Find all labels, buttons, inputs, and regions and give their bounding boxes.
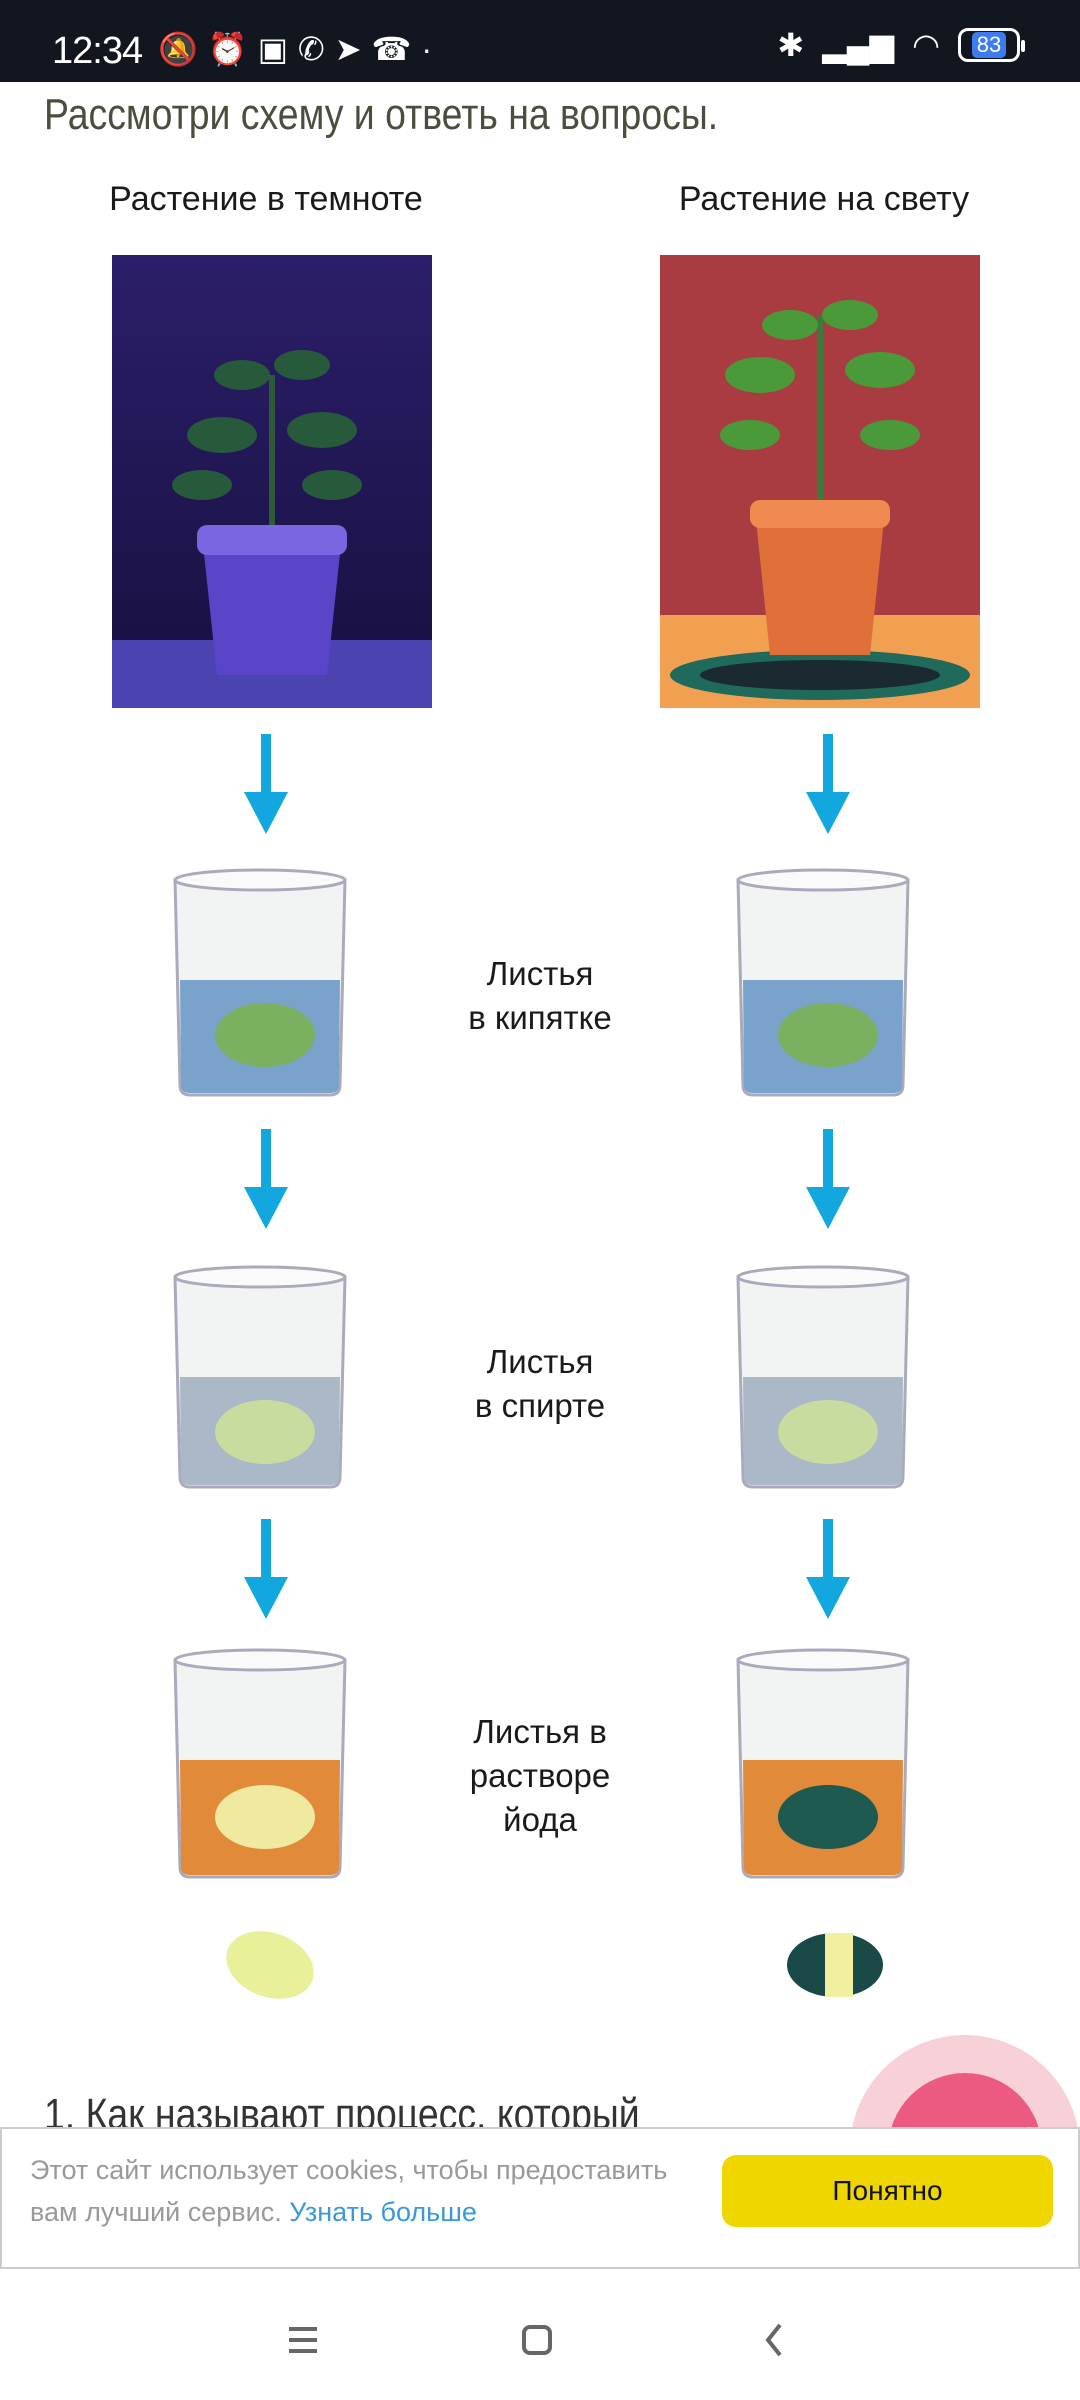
arrow-down-icon bbox=[244, 1519, 288, 1619]
wifi-icon: ◠ bbox=[912, 27, 940, 63]
label-line: Листья bbox=[486, 955, 594, 992]
label-line: Листья bbox=[486, 1343, 594, 1380]
result-leaf-dark bbox=[226, 1931, 314, 1999]
beaker-boiling-water-light bbox=[736, 868, 910, 1097]
column-heading-dark: Растение в темноте bbox=[109, 180, 423, 218]
back-button[interactable] bbox=[744, 2310, 804, 2370]
beaker-alcohol-dark bbox=[173, 1265, 347, 1489]
status-bar: 12:34 🔕⏰▣✆➤☎· ✱ ▂▄▆ ◠ 83 bbox=[0, 0, 1080, 82]
label-line: йода bbox=[503, 1801, 577, 1838]
bluetooth-icon: ✱ bbox=[777, 27, 805, 63]
beaker-alcohol-light bbox=[736, 1265, 910, 1489]
back-icon bbox=[765, 2323, 782, 2357]
label-line: в спирте bbox=[474, 1387, 606, 1424]
label-line: в кипятке bbox=[468, 999, 612, 1036]
label-line: растворе bbox=[469, 1757, 611, 1794]
beaker-boiling-water-dark bbox=[173, 868, 347, 1097]
step-label-alcohol: Листья в спирте bbox=[420, 1340, 660, 1428]
arrow-down-icon bbox=[244, 1129, 288, 1229]
home-icon bbox=[522, 2325, 552, 2355]
arrow-down-icon bbox=[244, 734, 288, 834]
learn-more-link[interactable]: Узнать больше bbox=[289, 2197, 477, 2227]
home-button[interactable] bbox=[507, 2310, 567, 2370]
cookie-message: Этот сайт использует cookies, чтобы пред… bbox=[30, 2155, 668, 2227]
beaker-iodine-dark bbox=[173, 1648, 347, 1879]
recent-apps-button[interactable] bbox=[274, 2310, 334, 2370]
plant-dark-image bbox=[112, 255, 432, 708]
accept-cookies-button[interactable]: Понятно bbox=[722, 2155, 1053, 2227]
battery-level: 83 bbox=[971, 32, 1007, 58]
system-icons: ✱ ▂▄▆ ◠ 83 bbox=[777, 26, 1025, 64]
clock: 12:34 bbox=[52, 30, 143, 72]
notification-icons: 🔕⏰▣✆➤☎· bbox=[158, 31, 443, 67]
arrow-down-icon bbox=[806, 1129, 850, 1229]
column-heading-light: Растение на свету bbox=[678, 180, 970, 218]
step-label-boiling: Листья в кипятке bbox=[420, 952, 660, 1040]
navigation-bar bbox=[0, 2270, 1080, 2400]
step-label-iodine: Листья в растворе йода bbox=[420, 1710, 660, 1842]
beaker-iodine-light bbox=[736, 1648, 910, 1879]
cookie-banner: Этот сайт использует cookies, чтобы пред… bbox=[0, 2127, 1080, 2269]
cookie-text-block: Этот сайт использует cookies, чтобы пред… bbox=[30, 2149, 710, 2233]
label-line: Листья в bbox=[473, 1713, 607, 1750]
arrow-down-icon bbox=[806, 1519, 850, 1619]
page-title: Рассмотри схему и ответь на вопросы. bbox=[44, 90, 719, 139]
plant-light-image bbox=[660, 255, 980, 708]
signal-icon: ▂▄▆ bbox=[822, 27, 895, 63]
menu-icon bbox=[289, 2327, 317, 2353]
arrow-down-icon bbox=[806, 734, 850, 834]
battery-icon: 83 bbox=[958, 28, 1025, 62]
result-leaf-light bbox=[787, 1933, 883, 1997]
